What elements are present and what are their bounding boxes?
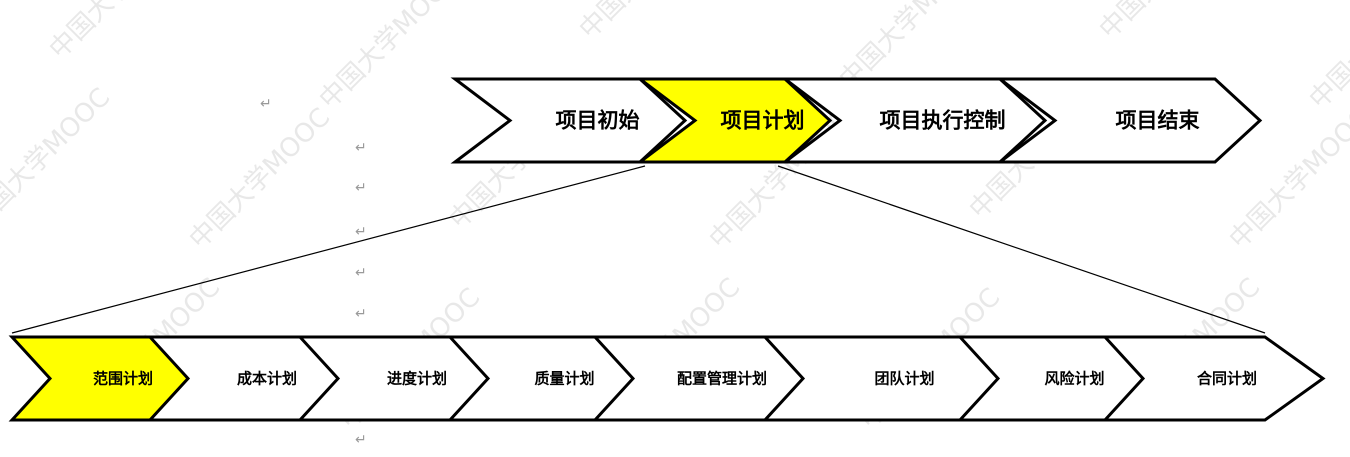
top-phase-label: 项目执行控制 <box>880 109 1006 133</box>
connector-line-left <box>11 165 646 334</box>
watermark-text: 中国大学MOOC <box>44 0 196 65</box>
plan-step-chevron: 成本计划 <box>146 335 361 422</box>
paragraph-mark: ↵ <box>355 265 367 281</box>
plan-step-label: 进度计划 <box>387 370 447 388</box>
top-phase-chevron: 项目初始 <box>450 77 688 164</box>
plan-step-row: 范围计划 成本计划 进度计划 质量计划 配置管理计划 团队计划 风险计划 合同计划 <box>8 335 1326 422</box>
connector-line-right <box>777 165 1266 334</box>
paragraph-mark: ↵ <box>355 306 367 322</box>
paragraph-mark: ↵ <box>355 432 367 448</box>
paragraph-mark: ↵ <box>355 224 367 240</box>
paragraph-marks: ↵ ↵ ↵ ↵ ↵ ↵ ↵ <box>260 96 367 448</box>
watermark-text: 中国大学MOOC <box>1094 0 1246 45</box>
plan-step-label: 配置管理计划 <box>677 370 767 388</box>
paragraph-mark: ↵ <box>260 96 272 112</box>
plan-step-label: 成本计划 <box>237 370 297 388</box>
watermark-text: 中国大学MOOC <box>184 103 336 255</box>
watermark-text: 中国大学MOOC <box>0 83 116 235</box>
plan-step-label: 质量计划 <box>534 370 594 388</box>
top-phase-label: 项目结束 <box>1116 109 1201 133</box>
watermark-text: 中国大学MOOC <box>314 0 466 115</box>
paragraph-mark: ↵ <box>355 180 367 196</box>
watermark-text: 中国大学MOOC <box>1304 0 1350 115</box>
top-phase-label: 项目计划 <box>721 109 805 133</box>
expansion-connectors <box>11 165 1266 334</box>
plan-step-label: 范围计划 <box>93 370 153 388</box>
top-phase-row: 项目初始 项目计划 项目执行控制 项目结束 <box>450 77 1263 164</box>
chevron-shape <box>995 77 1263 164</box>
plan-step-chevron: 合同计划 <box>1101 335 1326 422</box>
plan-step-label: 团队计划 <box>874 370 934 388</box>
plan-step-label: 风险计划 <box>1044 370 1104 388</box>
top-phase-chevron: 项目结束 <box>995 77 1263 164</box>
paragraph-mark: ↵ <box>355 140 367 156</box>
top-phase-label: 项目初始 <box>556 109 640 133</box>
watermark-text: 中国大学MOOC <box>574 0 726 45</box>
chevron-shape <box>1101 335 1326 422</box>
plan-step-label: 合同计划 <box>1196 370 1257 388</box>
